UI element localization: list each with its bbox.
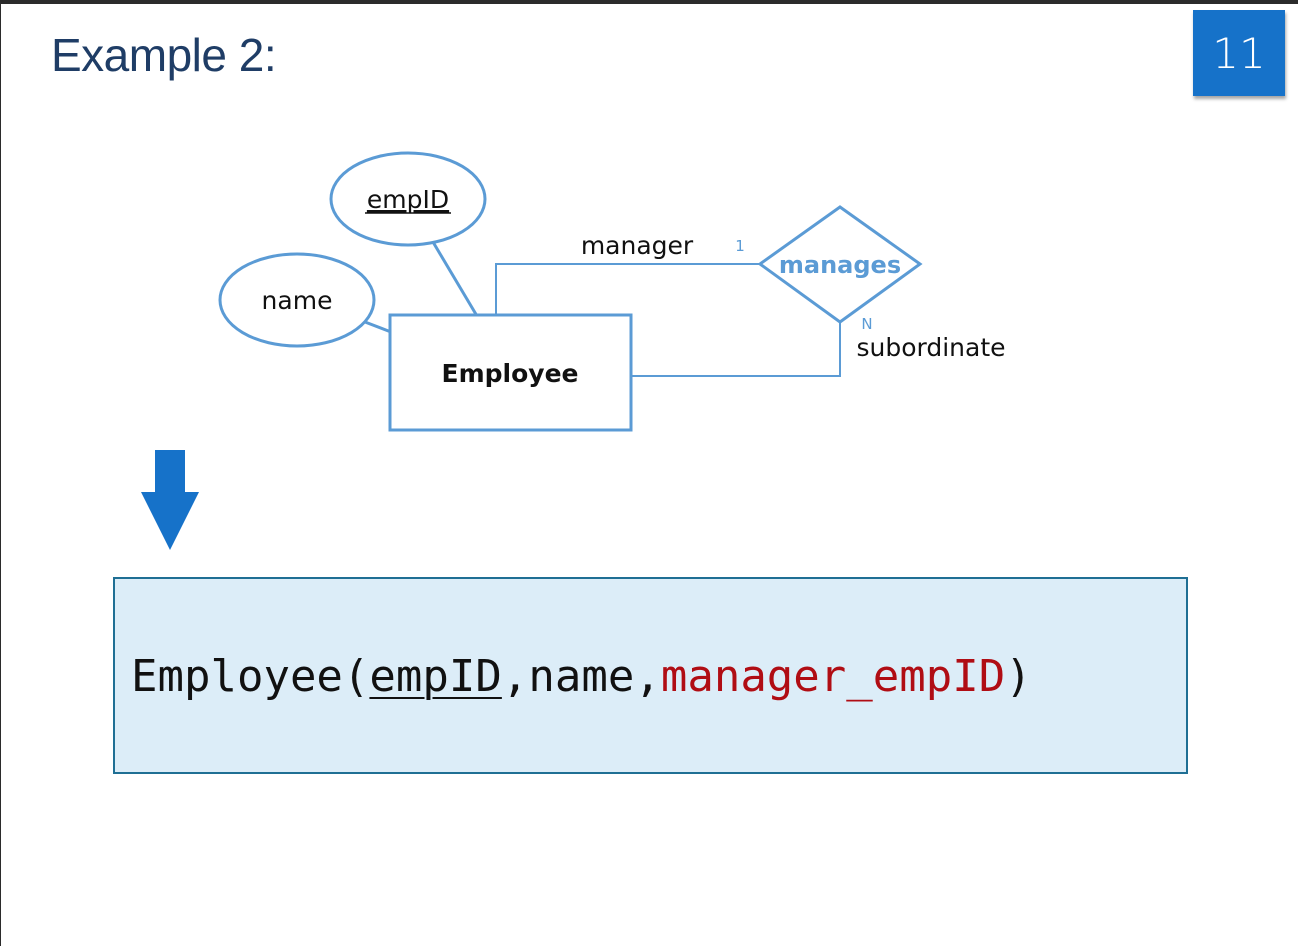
name-attribute-connector (364, 320, 392, 334)
subordinate-cardinality: N (861, 315, 872, 333)
subordinate-role-line (631, 322, 841, 377)
attribute-name-label: name (262, 286, 333, 315)
empid-attribute-connector (431, 241, 479, 317)
attribute-name: name (218, 252, 376, 348)
down-arrow-icon (141, 450, 199, 550)
subordinate-role-label: subordinate (856, 333, 1005, 362)
relation-separator: , (501, 651, 529, 702)
attribute-empid-label: empID (367, 185, 449, 214)
page-number-badge: 11 (1193, 10, 1285, 96)
relation-close-paren: ) (1005, 651, 1032, 702)
relation-schema-box: Employee(empID,name,manager_empID) (113, 577, 1188, 774)
relation-attribute-name: name (528, 651, 635, 702)
entity-employee: Employee (388, 313, 633, 432)
manager-cardinality: 1 (735, 237, 745, 255)
er-diagram: empID name Employee manages manager 1 N … (218, 151, 1006, 432)
relation-separator: , (634, 651, 661, 702)
relation-primary-key: empID (369, 651, 502, 702)
entity-employee-label: Employee (442, 359, 579, 388)
slide-title: Example 2: (51, 29, 277, 81)
relation-table-name: Employee (131, 651, 343, 702)
relationship-manages: manages (757, 205, 923, 324)
relation-schema: Employee(empID,name,manager_empID) (131, 651, 1032, 702)
attribute-empid: empID (329, 151, 487, 247)
relation-open-paren: ( (342, 651, 370, 702)
manager-role-label: manager (581, 231, 694, 260)
manager-role-line (495, 263, 759, 315)
relationship-manages-label: manages (779, 251, 901, 279)
relation-foreign-key: manager_empID (660, 651, 1006, 702)
